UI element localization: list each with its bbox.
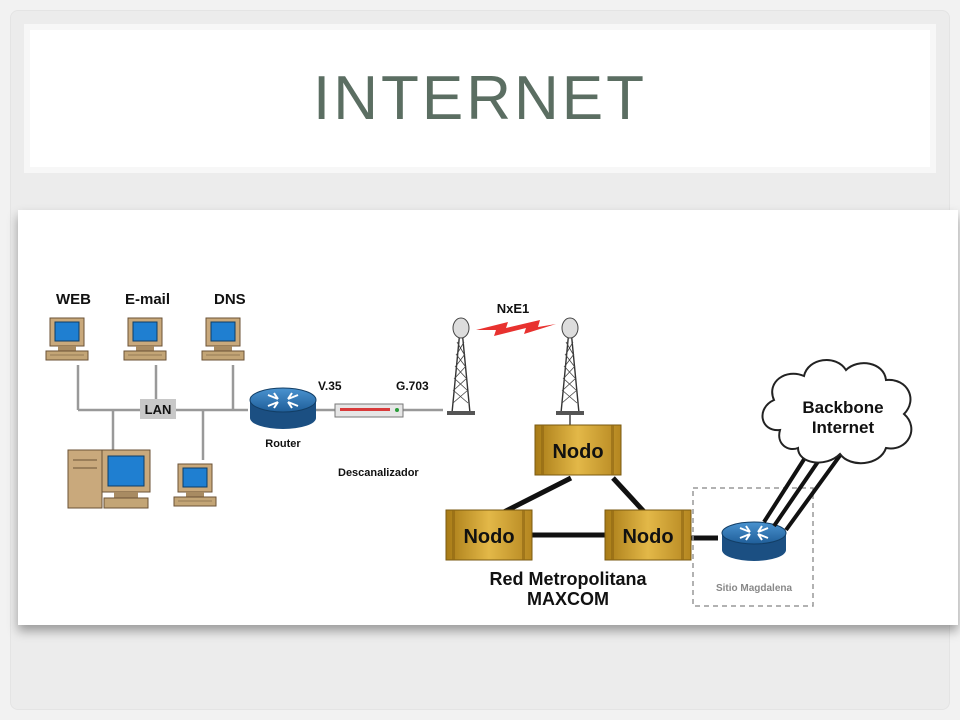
- workstation-small: [173, 463, 217, 507]
- descanalizador-label: Descanalizador: [338, 467, 419, 479]
- server-dns: DNS: [201, 291, 246, 361]
- tower-left: [446, 317, 476, 416]
- server-email-label: E-mail: [125, 291, 170, 308]
- nodo-top-label: Nodo: [552, 441, 603, 463]
- cloud-label-line1: Backbone: [802, 398, 883, 417]
- network-diagram-svg: WEB E-mail DNS LAN Router V.35 G.703: [45, 291, 913, 609]
- title-box: INTERNET: [30, 30, 930, 167]
- g703-label: G.703: [396, 379, 429, 393]
- metro-label-line2: MAXCOM: [527, 589, 609, 609]
- server-email: E-mail: [123, 291, 170, 361]
- nodo-right: Nodo: [604, 509, 692, 561]
- nxe1-label: NxE1: [497, 301, 530, 316]
- tower-right: [555, 317, 585, 416]
- server-web: WEB: [45, 291, 91, 361]
- nodo-top: Nodo: [534, 424, 622, 476]
- wireless-link-bolt: [476, 320, 556, 336]
- workstation-large: [67, 449, 151, 509]
- router: Router: [249, 387, 317, 450]
- router-label: Router: [265, 438, 301, 450]
- sitio-magdalena-label: Sitio Magdalena: [716, 583, 793, 594]
- v35-label: V.35: [318, 379, 342, 393]
- slide-title: INTERNET: [313, 64, 647, 133]
- cloud-label-line2: Internet: [812, 418, 875, 437]
- nodo-right-label: Nodo: [622, 526, 673, 548]
- lan-badge: LAN: [140, 399, 176, 419]
- descanalizador-device: Descanalizador: [334, 403, 419, 479]
- backbone-links: [762, 448, 846, 532]
- backbone-internet-cloud: Backbone Internet: [761, 358, 913, 465]
- nodo-left-label: Nodo: [463, 526, 514, 548]
- nodo-left: Nodo: [445, 509, 533, 561]
- server-dns-label: DNS: [214, 291, 246, 308]
- lan-label: LAN: [145, 402, 172, 417]
- server-web-label: WEB: [56, 291, 91, 308]
- network-diagram: WEB E-mail DNS LAN Router V.35 G.703: [18, 210, 958, 625]
- sitio-magdalena: Sitio Magdalena: [692, 487, 814, 607]
- metro-label-line1: Red Metropolitana: [489, 569, 647, 589]
